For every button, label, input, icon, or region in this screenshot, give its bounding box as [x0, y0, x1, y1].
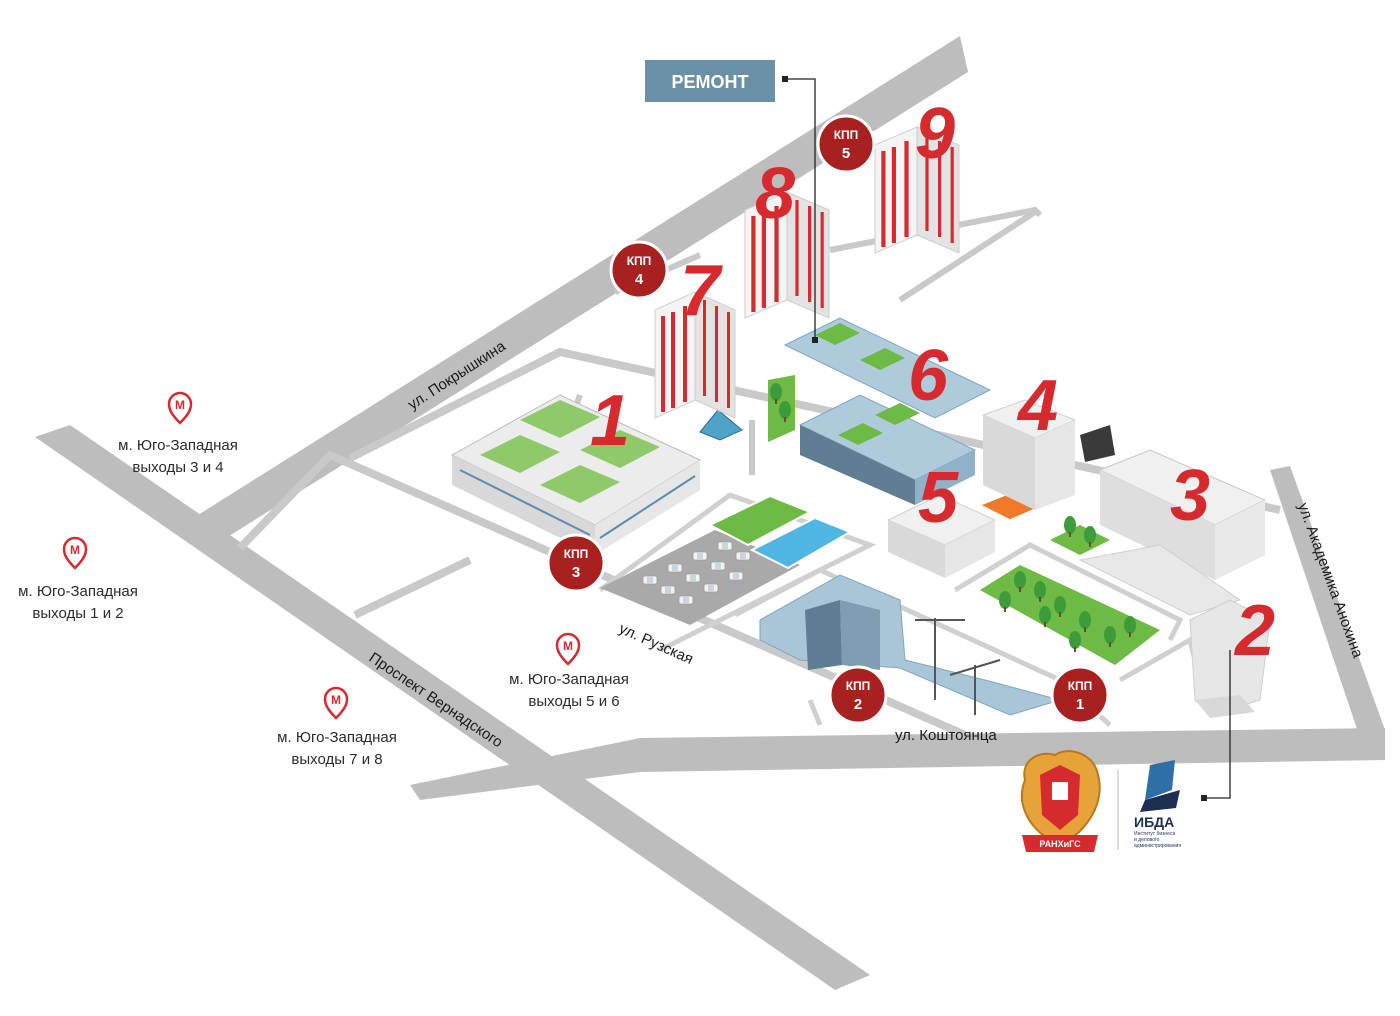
building-number-8: 8 — [755, 154, 795, 234]
ibda-logo-sub2: и делового — [1134, 837, 1160, 843]
ibda-logo-title: ИБДА — [1134, 814, 1174, 830]
parking-lot — [600, 530, 800, 625]
building-number-7: 7 — [680, 251, 723, 331]
street-label-ruzskaya: ул. Рузская — [616, 620, 695, 668]
glass-pyramid — [699, 409, 743, 441]
metro-marker-exits-3-4[interactable]: м. Юго-Западная выходы 3 и 4 — [118, 391, 238, 476]
checkpoint-3[interactable]: КПП 3 — [546, 533, 606, 593]
checkpoint-1[interactable]: КПП 1 — [1050, 665, 1110, 725]
building-5[interactable] — [886, 494, 997, 578]
building-number-2: 2 — [1233, 591, 1275, 671]
building-number-5: 5 — [918, 458, 959, 538]
ibda-logo-sub1: Институт бизнеса — [1134, 831, 1175, 837]
metro-line2: выходы 7 и 8 — [291, 751, 382, 768]
building-number-1: 1 — [590, 381, 630, 461]
green-areas — [768, 375, 1160, 665]
checkpoint-4-label: КПП — [627, 254, 652, 268]
metro-icon — [167, 391, 193, 425]
building-3[interactable] — [1078, 449, 1267, 616]
metro-line1: м. Юго-Западная — [18, 583, 138, 600]
checkpoint-1-label: КПП — [1068, 679, 1093, 693]
checkpoint-4[interactable]: КПП 4 — [609, 240, 669, 300]
metro-line1: м. Юго-Западная — [277, 729, 397, 746]
checkpoint-5-label: КПП — [834, 128, 859, 142]
checkpoint-3-number: 3 — [572, 564, 580, 581]
ibda-logo: ИБДА Институт бизнеса и делового админис… — [1134, 760, 1181, 849]
metro-marker-exits-7-8[interactable]: м. Юго-Западная выходы 7 и 8 — [277, 686, 397, 768]
metro-line1: м. Юго-Западная — [118, 437, 238, 454]
metro-line2: выходы 1 и 2 — [32, 605, 123, 622]
repair-callout[interactable]: РЕМОНТ — [645, 60, 818, 343]
checkpoint-1-number: 1 — [1076, 696, 1084, 713]
ibda-logo-sub3: администрирования — [1134, 843, 1181, 849]
repair-label: РЕМОНТ — [671, 72, 748, 92]
building-number-4: 4 — [1016, 366, 1058, 446]
metro-icon — [323, 686, 349, 720]
ranepa-logo: РАНХиГС — [1020, 750, 1101, 852]
building-number-3: 3 — [1170, 456, 1210, 536]
building-6[interactable] — [783, 317, 992, 505]
street-label-koshtoyantsa: ул. Коштоянца — [895, 727, 997, 744]
ranepa-logo-text: РАНХиГС — [1039, 839, 1081, 849]
building-4[interactable] — [981, 399, 1115, 510]
sports-fields — [707, 492, 1042, 570]
metro-marker-exits-1-2[interactable]: м. Юго-Западная выходы 1 и 2 — [18, 536, 138, 622]
building-number-6: 6 — [908, 336, 949, 416]
ibda-leader-line — [1205, 650, 1231, 799]
checkpoint-2-number: 2 — [854, 696, 862, 713]
checkpoint-2[interactable]: КПП 2 — [828, 665, 888, 725]
checkpoint-5[interactable]: КПП 5 — [816, 114, 876, 174]
metro-line1: м. Юго-Западная — [509, 671, 629, 688]
building-construction — [759, 574, 1062, 716]
building-number-9: 9 — [915, 94, 955, 174]
checkpoint-2-label: КПП — [846, 679, 871, 693]
metro-icon — [62, 536, 88, 570]
metro-line2: выходы 5 и 6 — [528, 693, 619, 710]
checkpoint-5-number: 5 — [842, 145, 850, 162]
checkpoint-4-number: 4 — [635, 271, 644, 288]
building-1[interactable] — [450, 394, 702, 555]
metro-marker-exits-5-6[interactable]: м. Юго-Западная выходы 5 и 6 — [509, 632, 629, 710]
metro-line2: выходы 3 и 4 — [132, 459, 223, 476]
metro-icon — [555, 632, 581, 666]
checkpoint-3-label: КПП — [564, 547, 589, 561]
